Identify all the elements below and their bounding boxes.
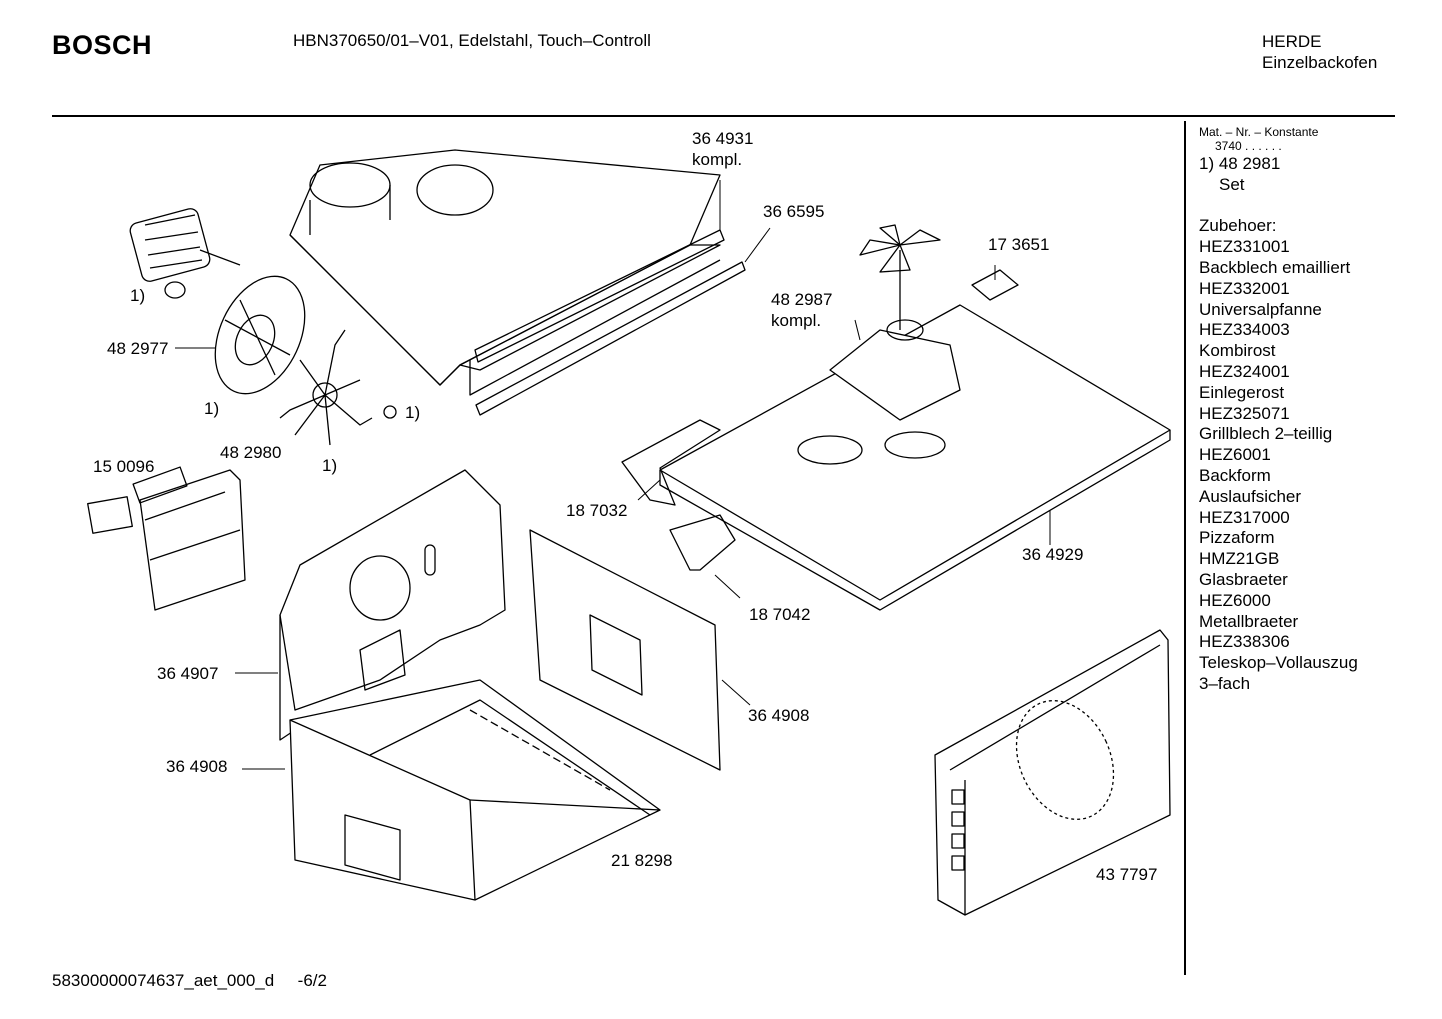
accessory-name: Grillblech 2–teillig <box>1199 424 1333 444</box>
subcategory-label: Einzelbackofen <box>1262 53 1378 72</box>
part-label-150096: 15 0096 <box>93 457 155 476</box>
accessory-code: HEZ317000 <box>1199 507 1290 527</box>
part-label-364908-right: 36 4908 <box>748 706 810 725</box>
accessory-name: Einlegerost <box>1199 382 1285 402</box>
accessories-title: Zubehoer: <box>1199 216 1277 236</box>
document-id: 58300000074637_aet_000_d <box>52 971 275 990</box>
part-label-482987: 48 2987 kompl. <box>771 289 832 331</box>
sidebar: Mat. – Nr. – Konstante 3740 . . . . . . … <box>1199 125 1358 695</box>
accessory-code: HEZ325071 <box>1199 403 1290 423</box>
set-note-motor: 1) <box>130 286 146 305</box>
fan-shroud-shape <box>214 275 306 395</box>
part-label-218298: 21 8298 <box>611 851 673 870</box>
part-label-364931: 36 4931 kompl. <box>692 128 753 170</box>
part-label-482980: 48 2980 <box>220 443 282 462</box>
category-block: HERDE Einzelbackofen <box>1262 31 1377 73</box>
set-note-nut: 1) <box>405 403 421 422</box>
seal-strip-shape <box>474 229 746 416</box>
accessory-code: HEZ331001 <box>1199 237 1290 257</box>
part-note: kompl. <box>771 311 822 330</box>
set-label: Set <box>1219 174 1245 194</box>
category-label: HERDE <box>1262 32 1322 51</box>
thermostat-shape <box>971 269 1019 301</box>
mat-number-value: 3740 . . . . . . <box>1215 139 1282 153</box>
duct-cover-shape <box>289 149 721 396</box>
accessory-list: HEZ331001 Backblech emailliert HEZ332001… <box>1199 237 1358 695</box>
footer: 58300000074637_aet_000_d -6/2 <box>52 971 327 991</box>
accessory-code: HEZ334003 <box>1199 320 1290 340</box>
bracket-assembly-shape <box>87 466 246 611</box>
part-label-187042: 18 7042 <box>749 605 811 624</box>
page-number: -6/2 <box>297 971 327 990</box>
accessory-code: HEZ6001 <box>1199 445 1271 465</box>
header-divider <box>52 115 1395 117</box>
rear-fan-assembly-shape <box>829 224 961 421</box>
accessory-name: Backblech emailliert <box>1199 257 1351 277</box>
accessory-name: Universalpfanne <box>1199 299 1322 319</box>
accessory-name: Pizzaform <box>1199 528 1275 548</box>
motor-shape <box>129 208 241 299</box>
accessory-name: Backform <box>1199 465 1271 485</box>
exploded-view-diagram <box>87 149 1171 916</box>
part-label-173651: 17 3651 <box>988 235 1050 254</box>
accessory-name: Auslaufsicher <box>1199 486 1302 506</box>
accessory-code: HEZ338306 <box>1199 632 1290 652</box>
bottom-pan-shape <box>289 679 661 901</box>
sidebar-divider <box>1184 121 1186 975</box>
part-label-364929: 36 4929 <box>1022 545 1084 564</box>
part-label-187032: 18 7032 <box>566 501 628 520</box>
part-label-366595: 36 6595 <box>763 202 825 221</box>
set-reference: 1) 48 2981 <box>1199 154 1281 173</box>
oven-door-shape <box>934 629 1171 916</box>
accessory-name: Kombirost <box>1199 341 1276 361</box>
sidebar-body: 1) 48 2981 Set Zubehoer: HEZ331001 Backb… <box>1199 154 1358 695</box>
accessory-code: HEZ324001 <box>1199 361 1290 381</box>
part-label-364907: 36 4907 <box>157 664 219 683</box>
accessory-code: HMZ21GB <box>1199 549 1280 569</box>
mat-number-header: Mat. – Nr. – Konstante <box>1199 125 1319 139</box>
leader-lines <box>175 180 1051 770</box>
accessory-code: HEZ6000 <box>1199 590 1271 610</box>
back-wall-shape <box>279 469 506 741</box>
part-note: kompl. <box>692 150 743 169</box>
brand-logo: BOSCH <box>52 30 153 60</box>
set-note-fan: 1) <box>322 456 338 475</box>
accessory-name: Glasbraeter <box>1199 569 1288 589</box>
set-note-shroud: 1) <box>204 399 220 418</box>
side-wall-right-shape <box>529 529 721 771</box>
fan-wheel-shape <box>279 329 397 446</box>
part-label-364908-left: 36 4908 <box>166 757 228 776</box>
accessory-name: Teleskop–Vollauszug <box>1199 653 1358 673</box>
part-number: 48 2987 <box>771 290 833 309</box>
accessory-name: Metallbraeter <box>1199 611 1299 631</box>
part-label-482977: 48 2977 <box>107 339 169 358</box>
model-line: HBN370650/01–V01, Edelstahl, Touch–Contr… <box>293 31 651 50</box>
accessory-name: 3–fach <box>1199 673 1251 693</box>
part-label-437797: 43 7797 <box>1096 865 1158 884</box>
accessory-code: HEZ332001 <box>1199 278 1290 298</box>
part-number: 36 4931 <box>692 129 754 148</box>
frame-shape <box>621 419 721 506</box>
switch-shape <box>669 514 736 571</box>
